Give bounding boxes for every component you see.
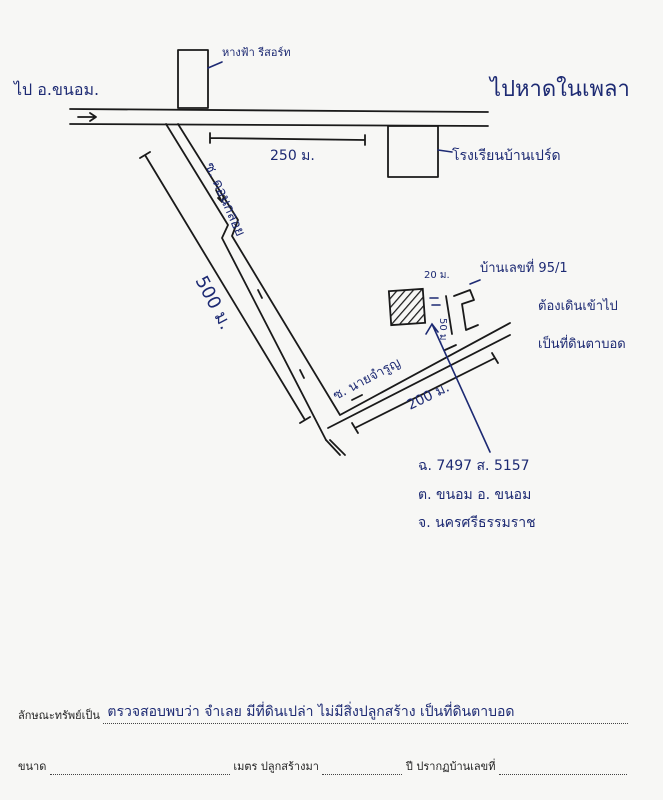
- soi-left-label: ซ. ดอนกลอย: [201, 160, 248, 239]
- size-label: ขนาด: [18, 760, 47, 773]
- main-road-top-edge: [69, 108, 489, 113]
- road-arrow-icon: [257, 289, 263, 299]
- resort-pointer: [207, 61, 223, 69]
- small-dashes: [429, 297, 441, 306]
- house-no-field: [498, 762, 627, 775]
- school-building: [387, 125, 439, 178]
- size-row: ขนาด เมตร ปลูกสร้างมา ปี ปรากฏบ้านเลขที่: [18, 757, 627, 775]
- house-no-label: บ้านเลขที่ 95/1: [480, 259, 568, 276]
- dist-250-label: 250 ม.: [270, 148, 315, 164]
- road-arrow-icon: [215, 189, 225, 203]
- characteristic-row: ลักษณะทรัพย์เป็น ตรวจสอบพบว่า จำเลย มีที…: [18, 704, 629, 724]
- soi-bottom-edge: [327, 334, 511, 429]
- size-field: [49, 762, 230, 775]
- characteristic-field: ตรวจสอบพบว่า จำเลย มีที่ดินเปล่า ไม่มีสิ…: [103, 704, 629, 724]
- to-khanom-label: ไป อ.ขนอม.: [12, 80, 99, 99]
- meter-label: เมตร ปลูกสร้างมา: [233, 760, 319, 773]
- road-arrow-icon: [299, 369, 305, 379]
- province-label: จ. นครศรีธรรมราช: [418, 515, 536, 531]
- district-label: ต. ขนอม อ. ขนอม: [418, 487, 531, 503]
- dimension-200: [351, 352, 499, 434]
- dist-500-label: 500 ม.: [191, 272, 237, 333]
- soi-right-edge: [177, 123, 511, 416]
- school-pointer: [437, 149, 453, 153]
- school-label: โรงเรียนบ้านเปร์ด: [452, 147, 561, 164]
- soi-bottom-label: ซ. นายจำรูญ: [331, 356, 403, 404]
- to-nai-phlao-label: ไปหาดในเพลา: [488, 76, 630, 102]
- dimension-250: [209, 132, 366, 146]
- resort-label: หางฟ้า รีสอร์ท: [222, 46, 291, 59]
- dist-50-label: 50 ม.: [437, 318, 448, 344]
- deed-arrow: [425, 322, 491, 453]
- arrow-right-icon: [77, 112, 97, 122]
- house-pointer: [469, 279, 481, 285]
- path-to-house: [453, 289, 479, 331]
- road-arrow-icon: [351, 394, 363, 401]
- dimension-500: [139, 151, 311, 424]
- land-plot: [387, 287, 427, 327]
- deed-label: ฉ. 7497 ส. 5157: [418, 458, 530, 474]
- road-arrow-icon: [444, 344, 457, 351]
- built-field: [322, 762, 403, 775]
- soi-end: [325, 439, 341, 456]
- characteristic-label: ลักษณะทรัพย์เป็น: [18, 709, 100, 722]
- path-line: [445, 295, 453, 335]
- walk-note-1: ต้องเดินเข้าไป: [538, 298, 618, 314]
- walk-note-2: เป็นที่ดินตาบอด: [538, 334, 626, 352]
- characteristic-value: ตรวจสอบพบว่า จำเลย มีที่ดินเปล่า ไม่มีสิ…: [107, 704, 515, 720]
- dist-20-label: 20 ม.: [424, 270, 450, 281]
- resort-building: [177, 49, 209, 109]
- house-no-form-label: ปี ปรากฏบ้านเลขที่: [405, 760, 496, 773]
- soi-bottom-lower: [329, 439, 346, 456]
- soi-left-edge: [165, 123, 327, 441]
